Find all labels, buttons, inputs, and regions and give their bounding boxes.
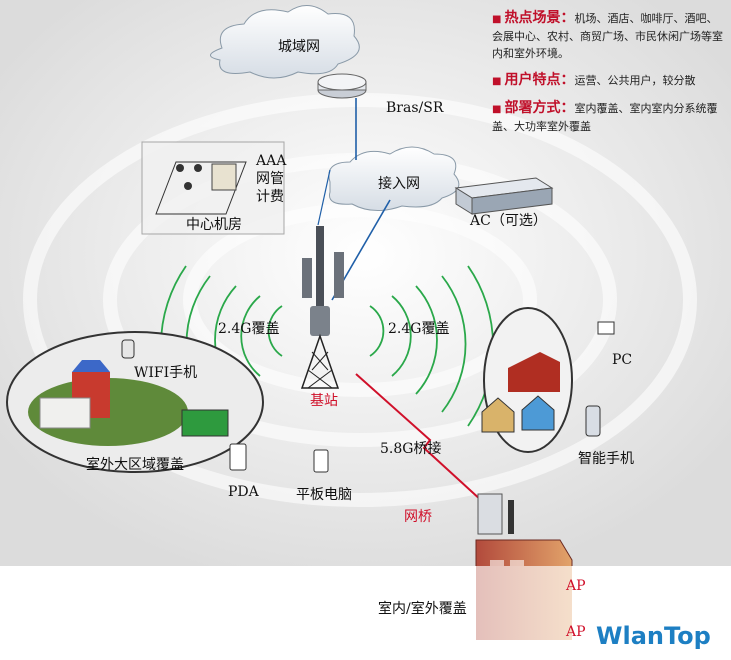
info-item-deployment: ■部署方式：室内覆盖、室内室内分系统覆盖、大功率室外覆盖: [492, 100, 724, 135]
bridge-label: 网桥: [404, 509, 432, 525]
aaa-line: AAA: [256, 153, 287, 169]
smartphone-label: 智能手机: [578, 451, 634, 467]
ap-label-lower: AP: [566, 624, 586, 640]
bridge-link: [355, 373, 495, 513]
wifi-phone-label: WIFI手机: [134, 365, 198, 381]
info-item-users: ■用户特点：运营、公共用户，较分散: [492, 72, 724, 90]
pda-label: PDA: [228, 484, 259, 500]
info-heading: 用户特点：: [504, 72, 575, 88]
pc-label: PC: [612, 352, 633, 368]
access-network-label: 接入网: [378, 176, 420, 192]
coverage-right-label: 2.4G覆盖: [388, 321, 450, 337]
access-network-cloud: [328, 146, 460, 211]
info-panel: ■热点场景：机场、酒店、咖啡厅、酒吧、会展中心、农村、商贸广场、市民休闲广场等室…: [492, 10, 724, 145]
metro-network-cloud: [210, 5, 360, 79]
info-text: 运营、公共用户，较分散: [574, 74, 696, 87]
home-area-icon: [481, 307, 573, 453]
link-center-access: [317, 169, 331, 226]
ac-controller-icon: [454, 177, 554, 215]
aaa-line: 计费: [256, 189, 284, 205]
info-heading: 热点场景：: [504, 10, 575, 26]
bullet-icon: ■: [492, 14, 502, 25]
tablet-icon: [313, 449, 329, 473]
bullet-icon: ■: [492, 104, 502, 115]
info-text: 机场、酒店、咖啡厅、酒吧、会展中心、农村、商贸广场、市民休闲广场等室内和室外环境…: [492, 12, 723, 60]
info-heading: 部署方式：: [504, 100, 575, 116]
indoor-outdoor-label: 室内/室外覆盖: [378, 601, 467, 617]
bras-label: Bras/SR: [386, 100, 444, 116]
tablet-label: 平板电脑: [296, 487, 352, 503]
bullet-icon: ■: [492, 76, 502, 87]
outdoor-area-label: 室外大区域覆盖: [86, 457, 184, 473]
bottom-band: [0, 566, 731, 660]
coverage-left-label: 2.4G覆盖: [218, 321, 280, 337]
wifi-phone-icon: [121, 339, 135, 359]
center-room-label: 中心机房: [186, 217, 242, 233]
brand-logo: WlanTop: [596, 622, 711, 650]
bras-router-icon: [317, 73, 367, 99]
bridge-58-label: 5.8G桥接: [380, 441, 442, 457]
outdoor-area-icon: [6, 331, 264, 473]
aaa-line: 网管: [256, 171, 284, 187]
info-text: 室内覆盖、室内室内分系统覆盖、大功率室外覆盖: [492, 102, 718, 133]
smartphone-icon: [585, 405, 601, 437]
building-lower: [476, 566, 572, 640]
base-station-label: 基站: [310, 393, 338, 409]
ac-label: AC（可选）: [470, 213, 547, 229]
info-item-scenarios: ■热点场景：机场、酒店、咖啡厅、酒吧、会展中心、农村、商贸广场、市民休闲广场等室…: [492, 10, 724, 62]
ap-label-upper: AP: [566, 578, 586, 594]
pc-icon: [597, 321, 615, 335]
aaa-label: AAA 网管 计费: [256, 152, 286, 206]
base-station-tower-icon: [300, 226, 344, 389]
center-room-icon: [141, 141, 285, 235]
metro-network-label: 城域网: [278, 39, 320, 55]
pda-icon: [229, 443, 247, 471]
